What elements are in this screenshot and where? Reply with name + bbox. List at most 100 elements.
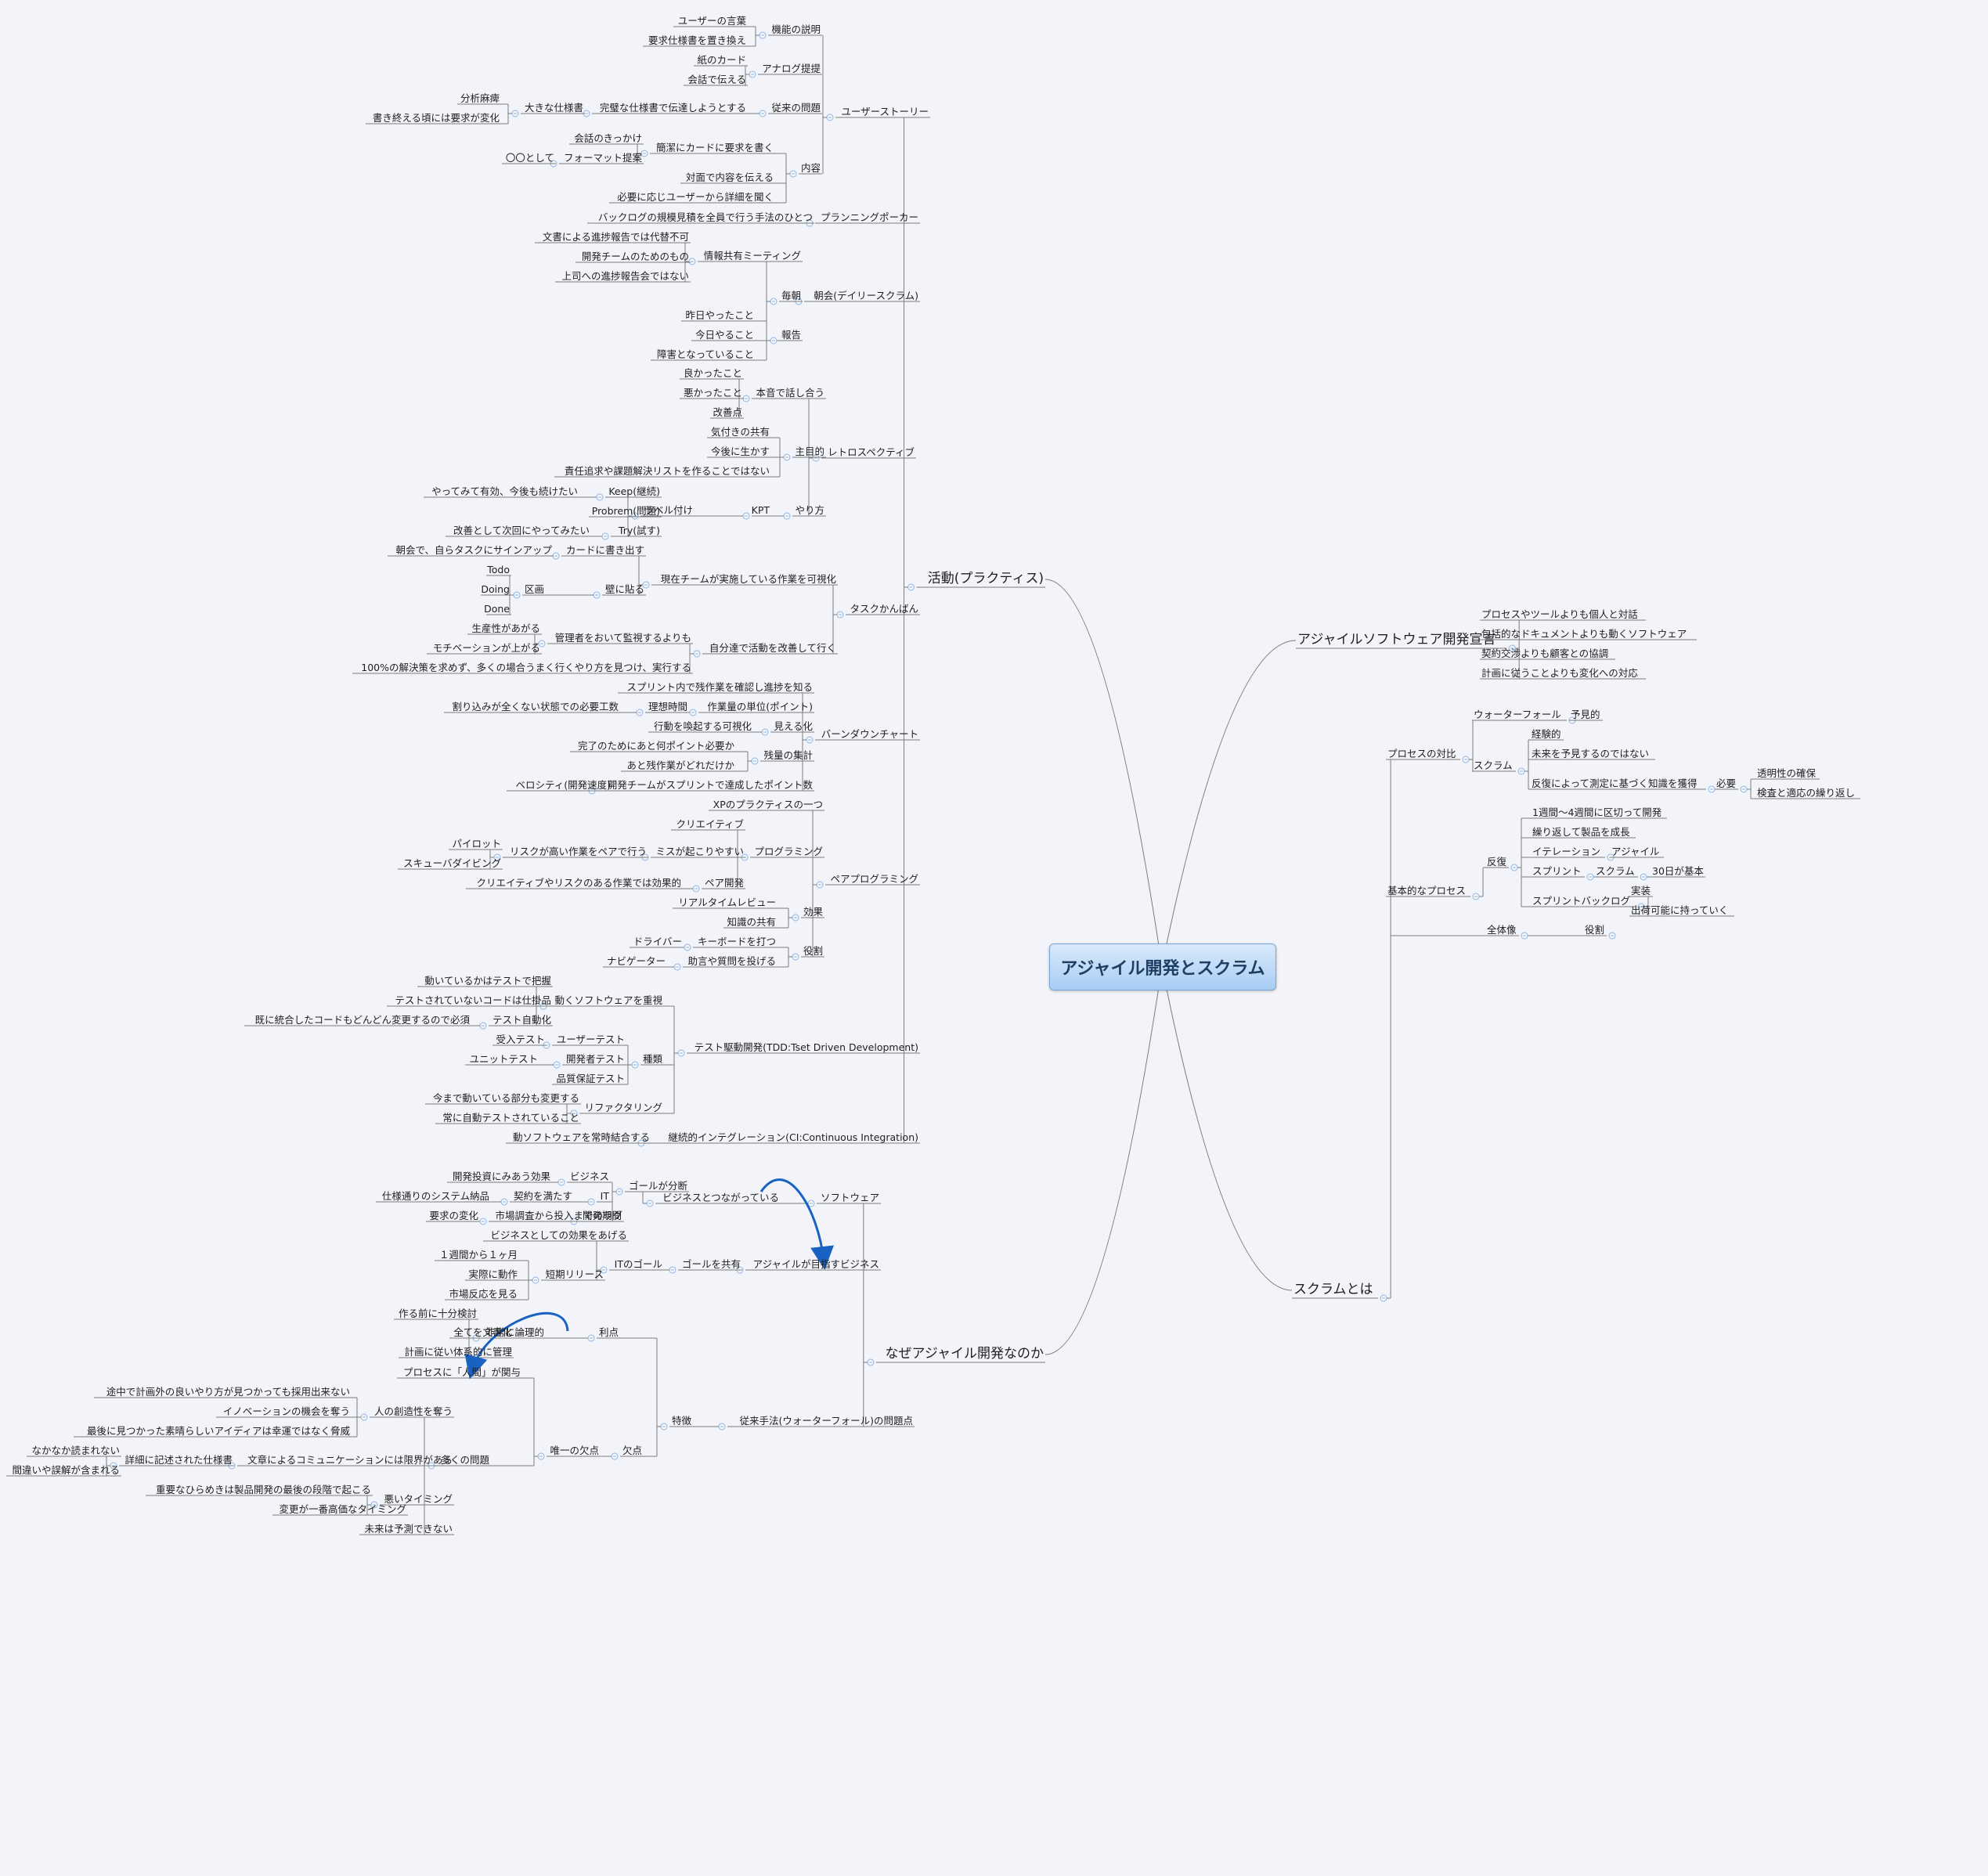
topic-node[interactable]: 内容	[800, 162, 821, 174]
topic-node[interactable]: 大きな仕様書	[524, 102, 583, 114]
topic-node[interactable]: 会話で伝える	[687, 74, 746, 85]
topic-node[interactable]: ビジネスとつながっている	[662, 1192, 779, 1203]
topic-node[interactable]: 契約交渉よりも顧客との協調	[1481, 648, 1609, 659]
topic-node[interactable]: 実際に動作	[468, 1268, 518, 1280]
topic-node[interactable]: 計画に従うことよりも変化への対応	[1481, 667, 1638, 679]
topic-node[interactable]: 悪かったこと	[683, 387, 742, 399]
topic-node[interactable]: 効果	[803, 906, 823, 918]
topic-node[interactable]: 検査と適応の繰り返し	[1757, 787, 1856, 799]
topic-node[interactable]: レトロスペクティブ	[828, 446, 915, 458]
topic-node[interactable]: プロセスやツールよりも個人と対話	[1481, 608, 1638, 620]
topic-node[interactable]: プログラミング	[754, 846, 823, 857]
topic-node[interactable]: バーンダウンチャート	[821, 728, 918, 740]
topic-node[interactable]: 開発チームのためのもの	[581, 251, 689, 262]
topic-node[interactable]: 経験的	[1532, 728, 1561, 740]
topic-node[interactable]: ウォーターフォール	[1474, 709, 1561, 720]
topic-node[interactable]: ITのゴール	[614, 1258, 662, 1270]
topic-node[interactable]: 透明性の確保	[1757, 767, 1817, 779]
topic-node[interactable]: 行動を喚起する可視化	[653, 720, 752, 732]
topic-node[interactable]: 継続的インテグレーション(CI:Continuous Integration)	[668, 1131, 918, 1143]
topic-node[interactable]: 特徴	[671, 1415, 691, 1427]
topic-node[interactable]: スプリント内で残作業を確認し進捗を知る	[626, 681, 813, 693]
topic-node[interactable]: ナビゲーター	[606, 955, 666, 967]
topic-node[interactable]: 唯一の欠点	[550, 1445, 599, 1456]
topic-node[interactable]: 役割	[803, 945, 823, 957]
topic-node[interactable]: スプリント	[1532, 865, 1582, 877]
topic-node[interactable]: やり方	[795, 504, 824, 516]
topic-node[interactable]: 未来を予見するのではない	[1532, 748, 1650, 759]
topic-node[interactable]: 品質保証テスト	[556, 1073, 625, 1084]
topic-node[interactable]: 簡潔にカードに要求を書く	[655, 142, 774, 153]
topic-node[interactable]: やってみて有効、今後も続けたい	[431, 485, 578, 497]
topic-node[interactable]: 利点	[598, 1326, 619, 1338]
topic-node[interactable]: 非常に論理的	[485, 1326, 544, 1338]
topic-node[interactable]: なかなか読まれない	[31, 1445, 120, 1456]
topic-node[interactable]: 繰り返して製品を成長	[1532, 826, 1630, 838]
topic-node[interactable]: 人の創造性を奪う	[373, 1405, 453, 1417]
topic-node[interactable]: ゴールが分断	[628, 1180, 687, 1192]
topic-node[interactable]: 〇〇として	[505, 152, 554, 164]
topic-node[interactable]: パイロット	[452, 838, 501, 850]
topic-node[interactable]: 多くの問題	[440, 1454, 489, 1466]
topic-node[interactable]: 最後に見つかった素晴らしいアイディアは幸運ではなく脅威	[86, 1425, 350, 1437]
topic-node[interactable]: 欠点	[622, 1445, 642, 1456]
topic-node[interactable]: 昨日やったこと	[685, 309, 754, 321]
topic-node[interactable]: 常に自動テストされていること	[442, 1112, 579, 1124]
topic-node[interactable]: KPT	[751, 504, 770, 516]
topic-node[interactable]: アジャイル	[1611, 846, 1660, 857]
topic-node[interactable]: バックログの規模見積を全員で行う手法のひとつ	[597, 211, 813, 223]
topic-node[interactable]: 完了のためにあと何ポイント必要か	[577, 740, 734, 752]
branch-node[interactable]: アジャイルソフトウェア開発宣言	[1297, 632, 1496, 648]
topic-node[interactable]: 開発チームがスプリントで達成したポイント数	[607, 779, 813, 791]
topic-node[interactable]: Doing	[481, 583, 510, 595]
topic-node[interactable]: 紙のカード	[697, 54, 746, 66]
topic-node[interactable]: クリエイティブやリスクのある作業では効果的	[476, 877, 681, 889]
topic-node[interactable]: テストされていないコードは仕掛品	[395, 994, 551, 1006]
topic-node[interactable]: 今日やること	[695, 329, 754, 341]
topic-node[interactable]: クリエイティブ	[676, 818, 744, 830]
topic-node[interactable]: Todo	[487, 564, 510, 575]
topic-node[interactable]: 対面で内容を伝える	[685, 171, 774, 183]
topic-node[interactable]: 会話のきっかけ	[574, 132, 642, 144]
topic-node[interactable]: 気付きの共有	[710, 426, 770, 438]
topic-node[interactable]: ドライバー	[633, 936, 682, 947]
topic-node[interactable]: カードに書き出す	[565, 544, 644, 556]
topic-node[interactable]: ビジネスとしての効果をあげる	[490, 1229, 627, 1241]
topic-node[interactable]: プランニングポーカー	[820, 211, 918, 223]
topic-node[interactable]: 書き終える頃には要求が変化	[372, 112, 500, 124]
topic-node[interactable]: リファクタリング	[584, 1102, 662, 1113]
topic-node[interactable]: リスクが高い作業をペアで行う	[509, 846, 647, 857]
branch-node[interactable]: なぜアジャイル開発なのか	[885, 1346, 1044, 1362]
topic-node[interactable]: 文書による進捗報告では代替不可	[542, 231, 689, 243]
topic-node[interactable]: 全体像	[1487, 924, 1517, 936]
topic-node[interactable]: 自分達で活動を改善して行く	[709, 642, 836, 654]
topic-node[interactable]: 毎朝	[781, 290, 801, 301]
topic-node[interactable]: 重要なひらめきは製品開発の最後の段階で起こる	[155, 1484, 371, 1495]
topic-node[interactable]: 必要	[1716, 777, 1737, 789]
topic-node[interactable]: 出荷可能に持っていく	[1631, 904, 1729, 916]
topic-node[interactable]: 作る前に十分検討	[398, 1308, 477, 1319]
topic-node[interactable]: 動いているかはテストで把握	[424, 975, 551, 987]
topic-node[interactable]: イノベーションの機会を奪う	[222, 1405, 350, 1417]
topic-node[interactable]: 完璧な仕様書で伝達しようとする	[599, 102, 746, 114]
topic-node[interactable]: 反復によって測定に基づく知識を獲得	[1532, 777, 1698, 789]
topic-node[interactable]: 計画に従い体系的に管理	[404, 1346, 512, 1358]
topic-node[interactable]: 責任追求や課題解決リストを作ることではない	[564, 465, 770, 477]
topic-node[interactable]: 改善として次回にやってみたい	[453, 525, 590, 536]
branch-node[interactable]: スクラムとは	[1293, 1282, 1373, 1297]
topic-node[interactable]: モチベーションが上がる	[432, 642, 540, 654]
topic-node[interactable]: タスクかんばん	[850, 603, 918, 615]
topic-node[interactable]: 区画	[524, 583, 544, 595]
topic-node[interactable]: 本音で話し合う	[756, 387, 824, 399]
topic-node[interactable]: 生産性があがる	[471, 622, 540, 634]
topic-node[interactable]: 割り込みが全くない状態での必要工数	[452, 701, 619, 713]
topic-node[interactable]: 100%の解決策を求めず、多くの場合うまく行くやり方を見つけ、実行する	[361, 662, 691, 673]
topic-node[interactable]: 理想時間	[648, 701, 687, 713]
topic-node[interactable]: ペア開発	[704, 877, 744, 889]
topic-node[interactable]: プロセスの対比	[1387, 748, 1456, 759]
topic-node[interactable]: 未来は予測できない	[364, 1523, 453, 1535]
topic-node[interactable]: 壁に貼る	[604, 583, 644, 595]
topic-node[interactable]: プロセスに「人間」が関与	[402, 1366, 521, 1378]
topic-node[interactable]: アジャイルが目指すビジネス	[752, 1258, 879, 1270]
topic-node[interactable]: 受入テスト	[496, 1034, 545, 1045]
